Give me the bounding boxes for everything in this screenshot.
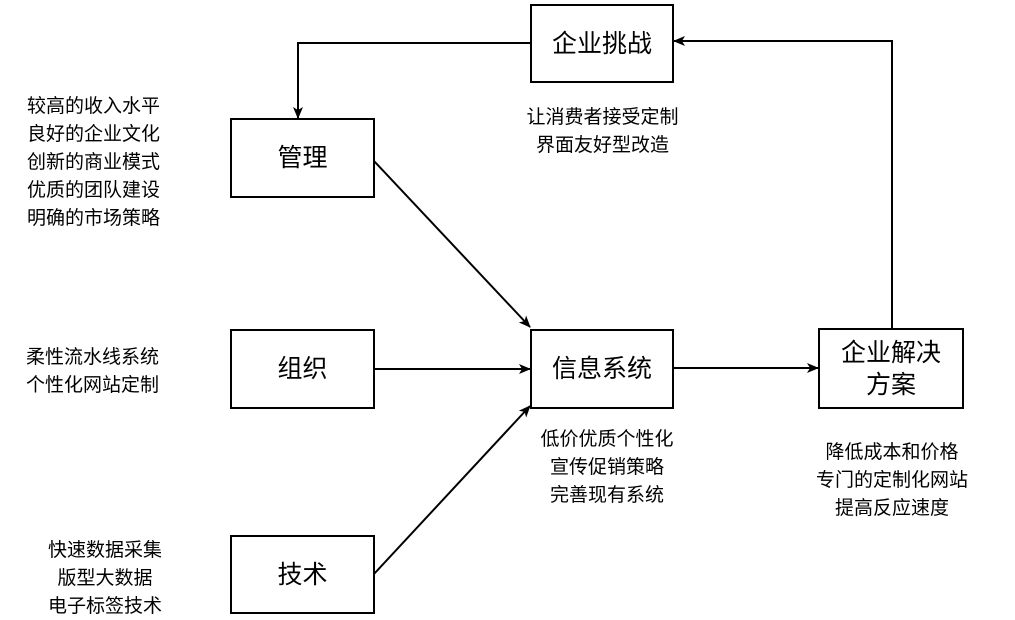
node-enterprise-challenge-label: 企业挑战 bbox=[551, 28, 652, 58]
note-technology: 快速数据采集 版型大数据 电子标签技术 bbox=[20, 536, 190, 620]
arrow-management-to-info-system bbox=[373, 160, 531, 328]
node-management: 管理 bbox=[230, 118, 375, 198]
note-line: 快速数据采集 bbox=[47, 539, 162, 561]
node-enterprise-solution: 企业解决 方案 bbox=[818, 328, 964, 409]
note-information-system: 低价优质个性化 宣传促销策略 完善现有系统 bbox=[512, 425, 702, 509]
node-enterprise-solution-line-2: 方案 bbox=[865, 369, 916, 399]
note-organization: 柔性流水线系统 个性化网站定制 bbox=[26, 343, 159, 399]
node-enterprise-solution-line-1: 企业解决 bbox=[840, 337, 941, 367]
note-line: 宣传促销策略 bbox=[549, 456, 664, 478]
note-line: 提高反应速度 bbox=[834, 497, 949, 519]
note-line: 较高的收入水平 bbox=[27, 95, 161, 117]
node-organization: 组织 bbox=[230, 329, 375, 409]
node-technology-label: 技术 bbox=[277, 559, 328, 589]
note-line: 创新的商业模式 bbox=[27, 151, 161, 173]
note-enterprise-solution: 降低成本和价格 专门的定制化网站 提高反应速度 bbox=[792, 438, 992, 522]
note-management: 较高的收入水平 良好的企业文化 创新的商业模式 优质的团队建设 明确的市场策略 bbox=[27, 92, 160, 232]
node-management-label: 管理 bbox=[277, 143, 328, 172]
node-organization-label: 组织 bbox=[277, 354, 328, 383]
node-enterprise-challenge: 企业挑战 bbox=[530, 4, 674, 83]
note-line: 降低成本和价格 bbox=[825, 441, 959, 463]
note-line: 版型大数据 bbox=[57, 567, 153, 589]
node-information-system: 信息系统 bbox=[530, 329, 674, 409]
arrow-challenge-to-management bbox=[293, 42, 530, 119]
node-information-system-label: 信息系统 bbox=[551, 354, 652, 383]
node-technology: 技术 bbox=[230, 535, 375, 614]
arrow-technology-to-info-system bbox=[373, 405, 531, 575]
note-line: 界面友好型改造 bbox=[535, 134, 669, 156]
note-line: 良好的企业文化 bbox=[27, 123, 161, 145]
note-line: 明确的市场策略 bbox=[27, 207, 161, 229]
arrow-solution-to-challenge bbox=[673, 36, 893, 328]
note-enterprise-challenge: 让消费者接受定制 界面友好型改造 bbox=[500, 103, 705, 159]
note-line: 让消费者接受定制 bbox=[526, 106, 679, 128]
note-line: 优质的团队建设 bbox=[27, 179, 161, 201]
note-line: 电子标签技术 bbox=[47, 595, 162, 617]
note-line: 完善现有系统 bbox=[549, 484, 664, 506]
note-line: 个性化网站定制 bbox=[26, 374, 160, 396]
note-line: 专门的定制化网站 bbox=[815, 469, 968, 491]
note-line: 低价优质个性化 bbox=[540, 428, 674, 450]
note-line: 柔性流水线系统 bbox=[26, 346, 160, 368]
